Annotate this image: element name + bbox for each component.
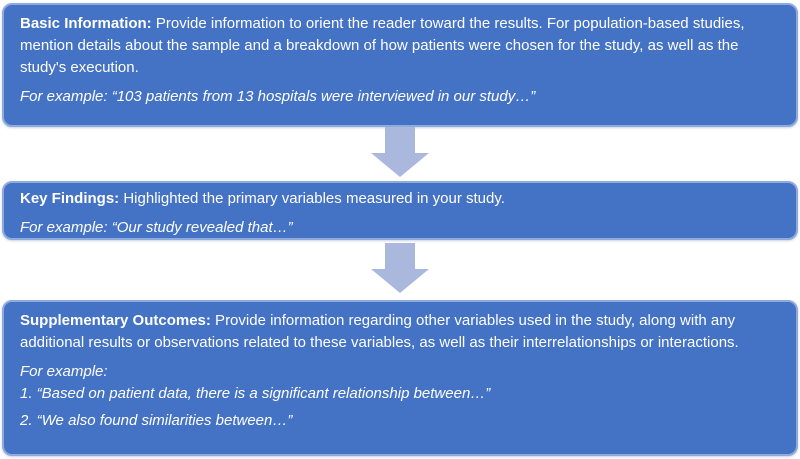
down-arrow-shape <box>371 127 429 177</box>
step-body: Provide information regarding other vari… <box>20 312 739 351</box>
step-example: For example: “103 patients from 13 hospi… <box>20 88 536 105</box>
step-title: Basic Information: <box>20 15 152 32</box>
step-example: For example: “Our study revealed that…” <box>20 219 293 236</box>
step-example-item-2: 2. “We also found similarities between…” <box>20 412 293 429</box>
step-body: Highlighted the primary variables measur… <box>119 190 505 207</box>
step-box-basic-information: Basic Information: Provide information t… <box>2 3 798 127</box>
down-arrow-icon <box>371 127 429 177</box>
step-box-key-findings: Key Findings: Highlighted the primary va… <box>2 181 798 240</box>
step-description: Supplementary Outcomes: Provide informat… <box>20 310 780 354</box>
step-example-intro: For example: <box>20 363 108 380</box>
down-arrow-polygon <box>371 127 429 177</box>
step-description: Basic Information: Provide information t… <box>20 13 780 79</box>
step-box-supplementary-outcomes: Supplementary Outcomes: Provide informat… <box>2 300 798 456</box>
step-title: Key Findings: <box>20 190 120 207</box>
down-arrow-icon <box>371 243 429 293</box>
down-arrow-shape <box>371 243 429 293</box>
step-description: Key Findings: Highlighted the primary va… <box>20 188 780 210</box>
down-arrow-polygon <box>371 243 429 293</box>
step-example-item-1: 1. “Based on patient data, there is a si… <box>20 385 491 402</box>
step-title: Supplementary Outcomes: <box>20 312 211 329</box>
step-body: Provide information to orient the reader… <box>20 15 745 76</box>
